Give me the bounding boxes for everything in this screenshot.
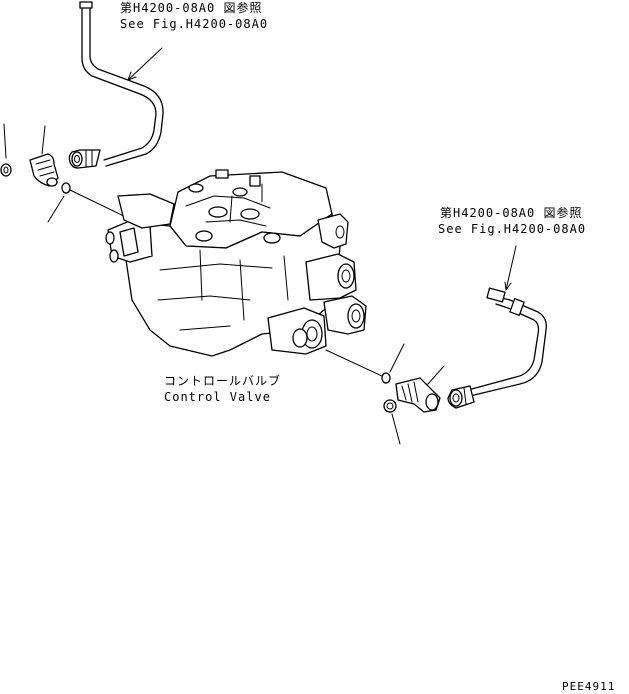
top-pipe (79, 1, 164, 167)
top-callout-leader (127, 47, 163, 81)
right-o-ring (381, 372, 391, 384)
right-leaders (325, 343, 445, 445)
left-o-ring (61, 182, 71, 194)
right-callout-leader (504, 245, 517, 291)
top-callout-ref-jp: 第H4200-08A0 図参照 (120, 1, 263, 15)
right-pipe-fitting (447, 385, 475, 409)
top-callout-ref-en: See Fig.H4200-08A0 (120, 17, 269, 31)
left-nut (0, 163, 12, 177)
valve-label-en: Control Valve (164, 390, 271, 404)
valve-label-jp: コントロールバルブ (164, 374, 282, 388)
right-nut (383, 399, 397, 413)
right-elbow-fitting (395, 377, 441, 413)
left-elbow-fitting (29, 153, 59, 187)
top-pipe-fitting (68, 149, 101, 169)
control-valve-body (105, 169, 367, 357)
right-callout-ref-en: See Fig.H4200-08A0 (438, 222, 587, 236)
left-leaders (3, 123, 129, 223)
right-callout-ref-jp: 第H4200-08A0 図参照 (440, 206, 583, 220)
drawing-code: PEE4911 (562, 680, 616, 693)
right-pipe (467, 287, 547, 397)
